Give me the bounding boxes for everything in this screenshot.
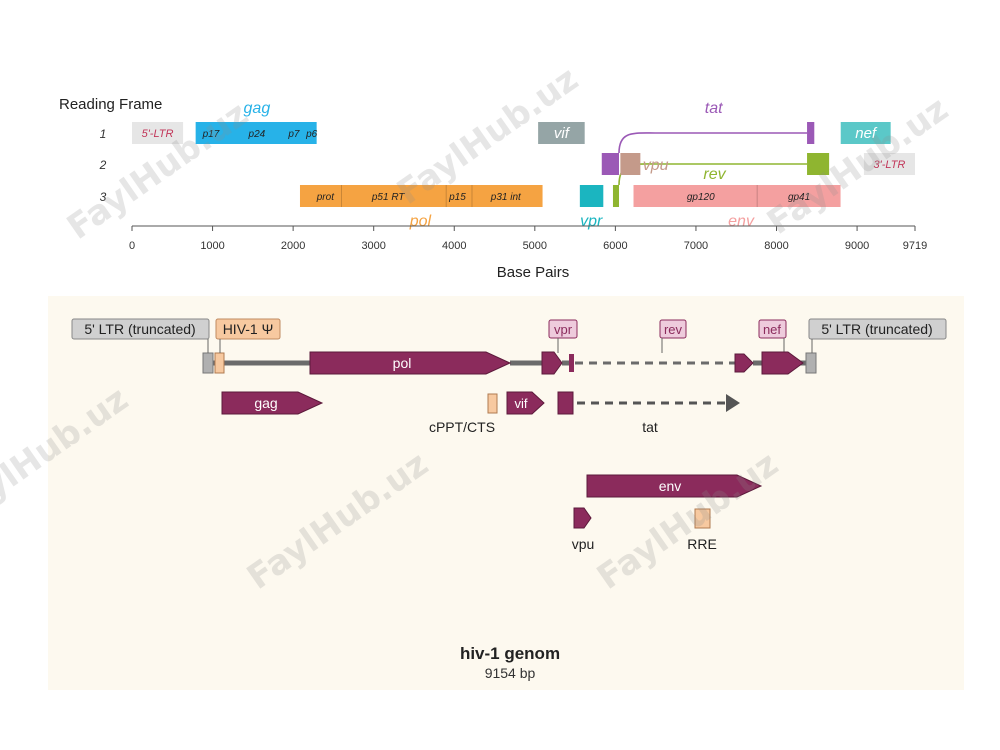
gene-label-vpr: vpr <box>580 213 603 230</box>
subunit-label: p51 RT <box>371 192 406 203</box>
vif-arrow <box>506 391 545 415</box>
segment-revex2 <box>807 153 830 175</box>
rre-label: RRE <box>687 536 717 552</box>
subunit-label: gp41 <box>788 192 810 203</box>
segment-ltr5 <box>132 122 184 144</box>
x-tick-label: 1000 <box>200 240 224 252</box>
rre-block <box>694 508 711 529</box>
ltr-right-label-group: 5' LTR (truncated) <box>808 318 947 353</box>
segment-label-ltr3: 3'-LTR <box>874 159 906 171</box>
gene-label-gag: gag <box>244 100 271 117</box>
x-tick-label: 6000 <box>603 240 627 252</box>
x-axis-label: Base Pairs <box>497 264 570 281</box>
gene-label-vpu: vpu <box>643 157 669 174</box>
rev-exon2-arrow <box>734 353 754 373</box>
vpu-label: vpu <box>572 536 595 552</box>
tat-exon2-arrow <box>726 394 740 412</box>
segment-label-nef: nef <box>855 125 878 142</box>
map-title: hiv-1 genom <box>460 644 560 663</box>
tat-label: tat <box>642 419 658 435</box>
x-tick-label: 2000 <box>281 240 305 252</box>
segment-vpr <box>579 185 604 207</box>
rev-exon1-block <box>569 354 574 372</box>
splice-connector <box>618 132 808 154</box>
psi-label: HIV-1 Ψ <box>223 321 274 337</box>
segment-label-ltr5: 5'-LTR <box>142 128 174 140</box>
subunit-label: p31 int <box>490 192 522 203</box>
map-subtitle: 9154 bp <box>485 665 536 681</box>
x-tick-label: 9719 <box>903 240 927 252</box>
chart-title: Reading Frame <box>59 96 162 113</box>
frame-number-3: 3 <box>100 190 107 204</box>
x-tick-label: 5000 <box>523 240 547 252</box>
psi-block <box>214 352 225 374</box>
env-label: env <box>659 478 682 494</box>
x-tick-label: 9000 <box>845 240 869 252</box>
rev-label: rev <box>664 322 683 337</box>
subunit-label: p24 <box>248 129 266 140</box>
x-tick-label: 0 <box>129 240 135 252</box>
ltr-left-label-group: 5' LTR (truncated) <box>71 318 210 353</box>
nef-label-group: nef <box>758 319 787 353</box>
segment-gag <box>195 122 317 144</box>
frame-number-2: 2 <box>99 158 107 172</box>
segment-vpu <box>620 153 641 175</box>
rev-label-group: rev <box>659 319 687 353</box>
segment-tatex2 <box>807 122 815 144</box>
gene-label-pol: pol <box>409 213 432 230</box>
pol-label: pol <box>393 355 412 371</box>
segment-nef <box>840 122 891 144</box>
nef-label: nef <box>763 322 781 337</box>
x-axis-ticks: 0 1000 2000 3000 4000 5000 6000 7000 8000 9000 971… <box>129 226 927 252</box>
vpu-arrow <box>573 507 592 529</box>
subunit-label: p6 <box>305 129 318 140</box>
frame-number-1: 1 <box>100 127 107 141</box>
subunit-label: gp120 <box>687 192 715 203</box>
nef-arrow <box>761 351 804 375</box>
vpr-arrow <box>541 351 563 375</box>
segment-tatex1 <box>601 153 620 175</box>
x-tick-label: 8000 <box>764 240 788 252</box>
segment-revex1 <box>612 185 620 207</box>
subunit-label: p17 <box>202 129 220 140</box>
ltr-right-block <box>805 352 817 374</box>
vif-label: vif <box>515 396 528 411</box>
subunit-label: p15 <box>448 192 466 203</box>
genome-map-panel: 5' LTR (truncated) HIV-1 Ψ vpr rev nef 5… <box>48 296 964 690</box>
gag-arrow <box>221 391 324 415</box>
reading-frame-chart: 1 2 3 5'-LTR vif nef 3'-LTR p17 p24 p7 p6 prot p51 R… <box>59 96 927 281</box>
segment-label-vif: vif <box>554 125 571 142</box>
x-tick-label: 3000 <box>361 240 385 252</box>
ltr-right-label: 5' LTR (truncated) <box>821 321 932 337</box>
subunit-label: prot <box>316 192 335 203</box>
x-tick-label: 7000 <box>684 240 708 252</box>
x-tick-label: 4000 <box>442 240 466 252</box>
vpr-label-group: vpr <box>548 319 578 353</box>
psi-label-group: HIV-1 Ψ <box>215 318 281 353</box>
segment-ltr3 <box>863 153 915 175</box>
vpr-label: vpr <box>554 322 573 337</box>
pol-arrow <box>309 351 512 375</box>
ltr-left-label: 5' LTR (truncated) <box>84 321 195 337</box>
cppt-block <box>487 393 498 414</box>
gene-label-env: env <box>728 213 755 230</box>
segment-pol <box>299 185 543 207</box>
gene-label-tat: tat <box>705 100 723 117</box>
segment-vif <box>538 122 585 144</box>
gene-label-rev: rev <box>703 166 726 183</box>
gag-label: gag <box>254 395 277 411</box>
genome-map: 5' LTR (truncated) HIV-1 Ψ vpr rev nef 5… <box>71 318 947 681</box>
tat-exon1-block <box>557 391 574 415</box>
segment-env <box>633 185 841 207</box>
reading-frame-layer: 1 2 3 5'-LTR vif nef 3'-LTR p17 p24 p7 p6 prot p51 R… <box>99 100 915 230</box>
cppt-label: cPPT/CTS <box>429 419 495 435</box>
subunit-label: p7 <box>287 129 300 140</box>
env-arrow <box>586 474 763 498</box>
ltr-left-block <box>202 352 214 374</box>
